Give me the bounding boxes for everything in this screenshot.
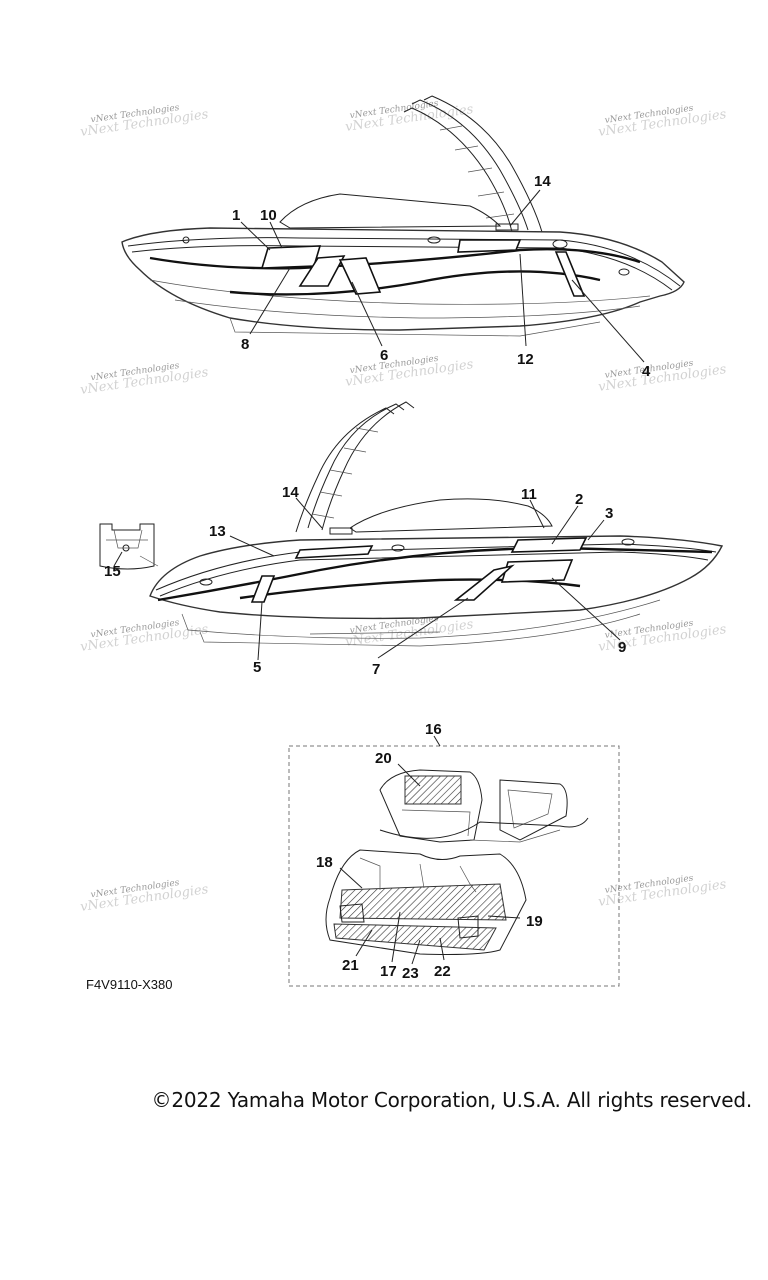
deck-detail-view: 16 20 18 19 21 17 23 22 bbox=[288, 721, 620, 987]
callout-1: 1 bbox=[232, 207, 240, 224]
callout-8: 8 bbox=[241, 336, 249, 353]
callout-17: 17 bbox=[380, 963, 397, 980]
callout-20: 20 bbox=[375, 750, 392, 767]
callout-9: 9 bbox=[618, 639, 626, 656]
callout-4: 4 bbox=[642, 363, 651, 380]
callout-6: 6 bbox=[380, 347, 388, 364]
callout-23: 23 bbox=[402, 965, 419, 982]
callout-14: 14 bbox=[282, 484, 299, 501]
copyright-notice: ©2022 Yamaha Motor Corporation, U.S.A. A… bbox=[151, 1088, 753, 1112]
callout-3: 3 bbox=[605, 505, 613, 522]
callout-16: 16 bbox=[425, 721, 442, 738]
callout-22: 22 bbox=[434, 963, 451, 980]
callout-13: 13 bbox=[209, 523, 226, 540]
callout-10: 10 bbox=[260, 207, 277, 224]
callout-7: 7 bbox=[372, 661, 380, 678]
callout-19: 19 bbox=[526, 913, 543, 930]
watermarks: vNext Technologies vNext Technologies vN… bbox=[79, 99, 727, 915]
callout-18: 18 bbox=[316, 854, 333, 871]
callout-5: 5 bbox=[253, 659, 261, 676]
parts-diagram: vNext Technologies vNext Technologies vN… bbox=[79, 95, 728, 987]
detail-box bbox=[288, 745, 620, 987]
boat-side-view-2: 14 11 2 3 13 15 5 7 9 bbox=[99, 401, 724, 678]
callout-21: 21 bbox=[342, 957, 359, 974]
callout-14: 14 bbox=[534, 173, 551, 190]
callout-15: 15 bbox=[104, 563, 121, 580]
diagram-code: F4V9110-X380 bbox=[86, 977, 173, 992]
boat-side-view-1: 1 10 14 8 6 12 4 bbox=[121, 95, 685, 380]
callout-11: 11 bbox=[521, 486, 537, 503]
callout-12: 12 bbox=[517, 351, 534, 368]
callout-2: 2 bbox=[575, 491, 583, 508]
